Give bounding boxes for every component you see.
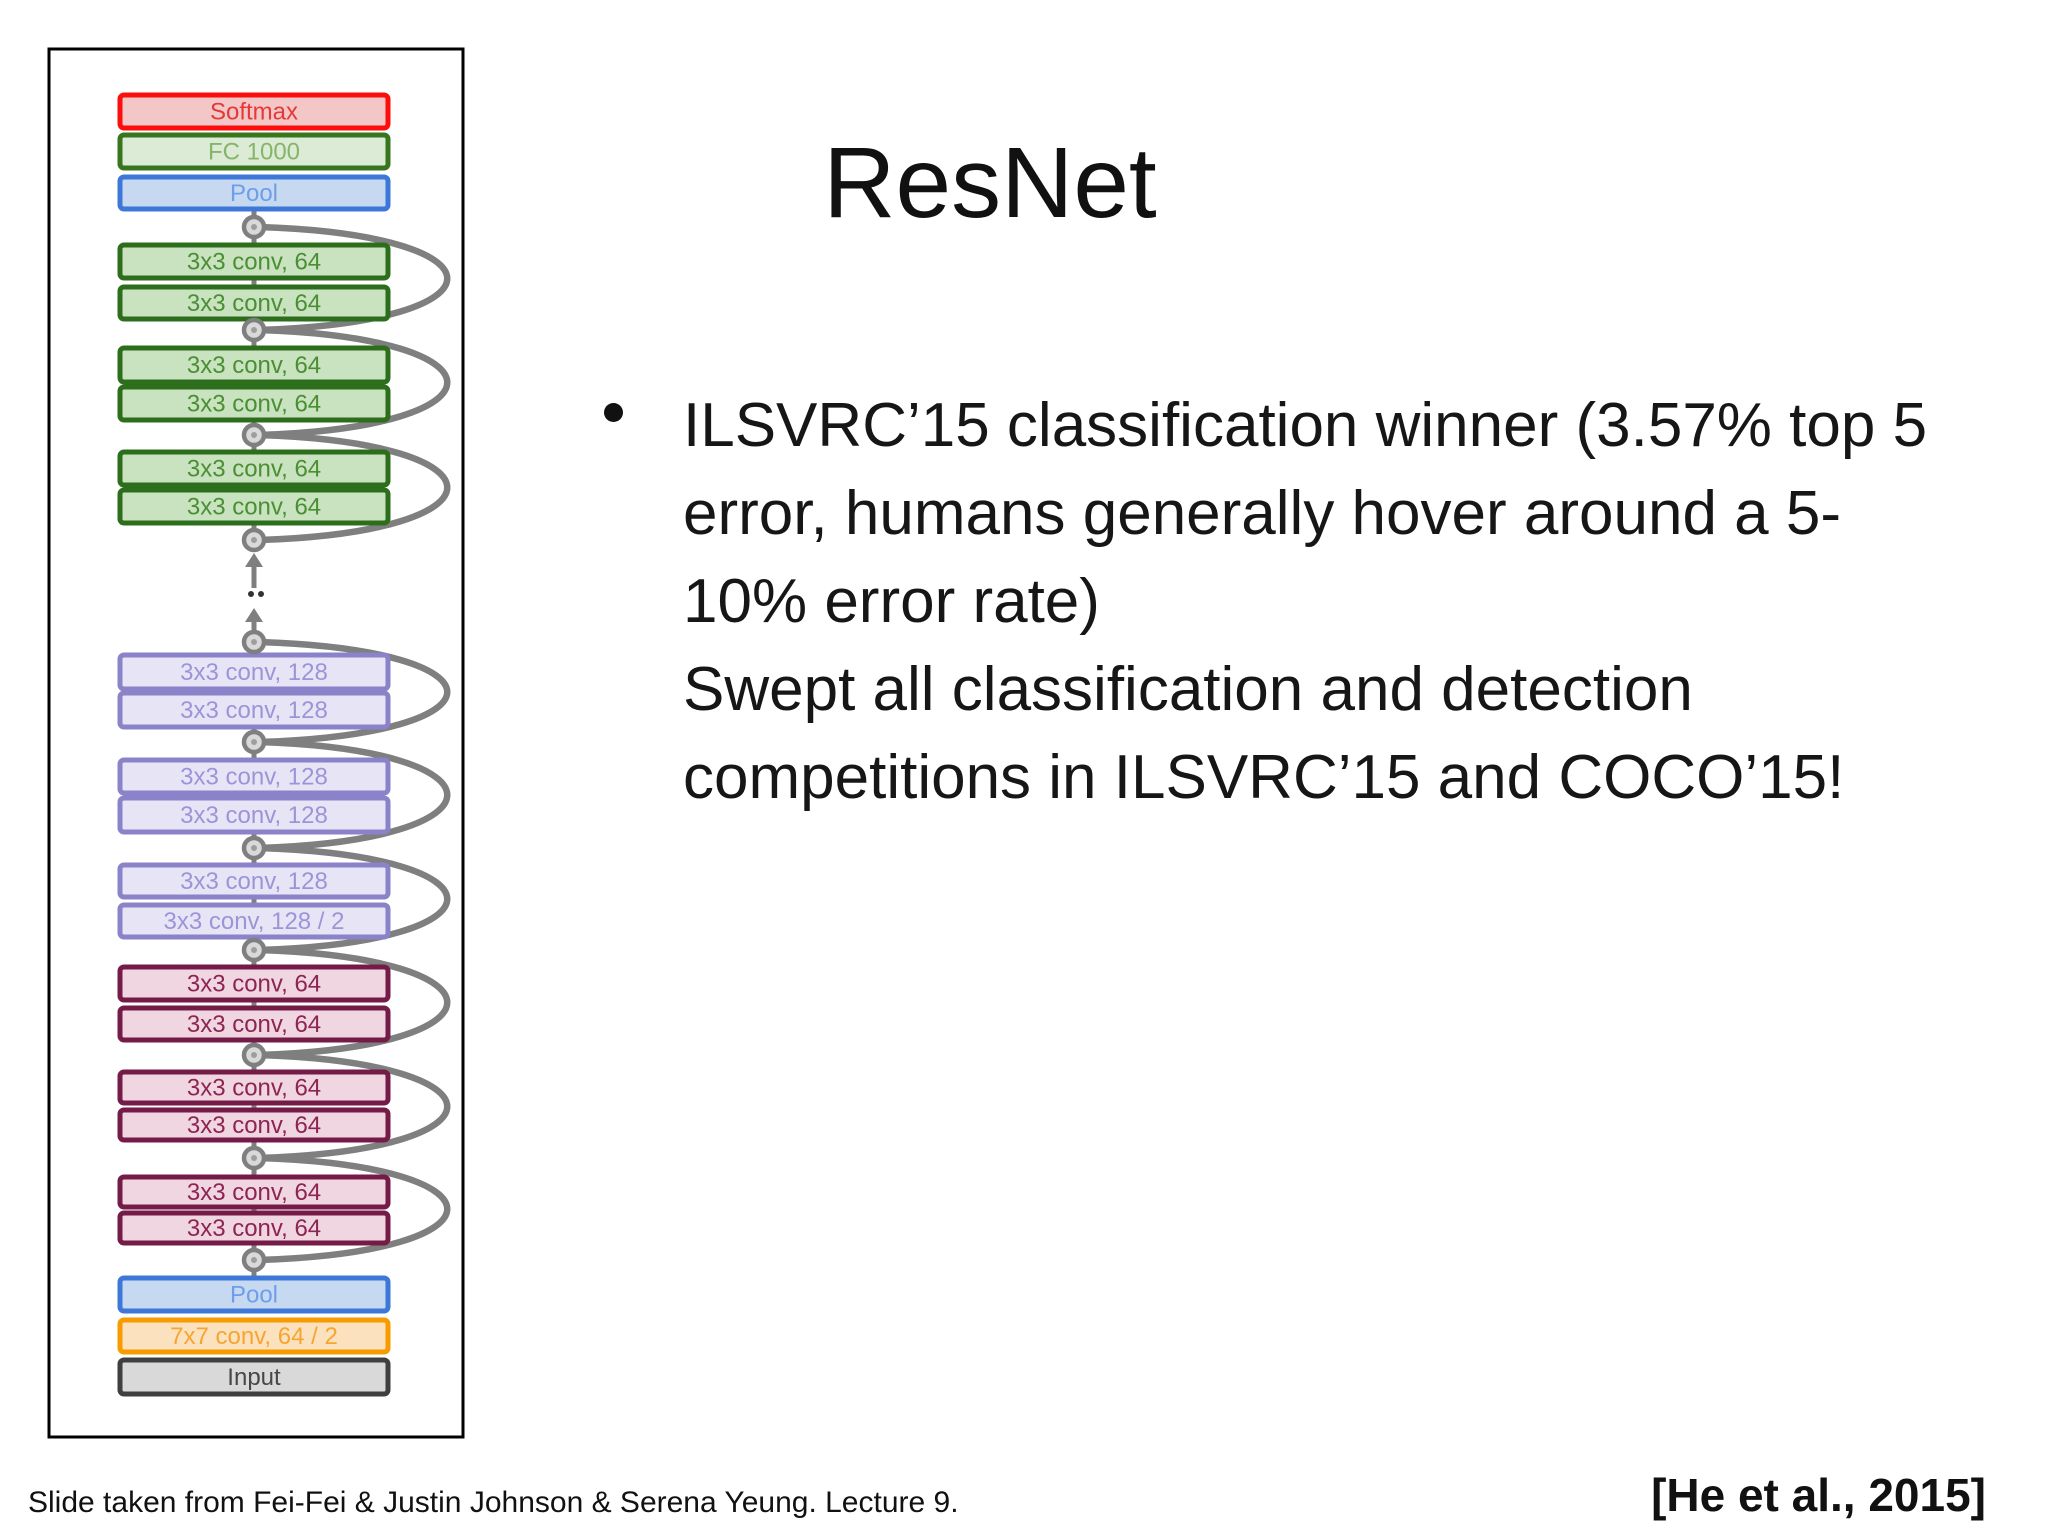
skip-connection-arc bbox=[255, 638, 451, 746]
layer-box-3x3-conv-64 bbox=[117, 1174, 391, 1210]
junction-dot bbox=[251, 327, 257, 333]
layer-box-3x3-conv-128-2 bbox=[117, 902, 391, 940]
skip-connection-arc bbox=[255, 431, 451, 544]
layer-box-3x3-conv-64 bbox=[117, 1005, 391, 1043]
skip-connection-arc bbox=[255, 326, 451, 439]
ellipsis-dot bbox=[248, 591, 254, 597]
slide-title: ResNet bbox=[823, 127, 1157, 239]
skip-connection-arc bbox=[255, 946, 451, 1059]
layer-box-input bbox=[117, 1357, 391, 1397]
layer-box-3x3-conv-128 bbox=[117, 652, 391, 692]
layer-label: 3x3 conv, 64 bbox=[187, 391, 321, 418]
layer-label: 3x3 conv, 128 bbox=[180, 659, 328, 686]
bullet-line: error, humans generally hover around a 5… bbox=[683, 479, 1841, 548]
layer-label: 3x3 conv, 64 bbox=[187, 1011, 321, 1038]
layer-box-pool bbox=[117, 174, 391, 212]
layer-box-3x3-conv-128 bbox=[117, 862, 391, 900]
layer-label: Softmax bbox=[210, 99, 298, 126]
layer-box-3x3-conv-64 bbox=[117, 1107, 391, 1143]
layer-label: 3x3 conv, 64 bbox=[187, 456, 321, 483]
junction-dot bbox=[251, 1155, 257, 1161]
layer-box-3x3-conv-64 bbox=[117, 242, 391, 281]
layer-box-3x3-conv-64 bbox=[117, 449, 391, 488]
skip-connection-arc bbox=[255, 223, 451, 334]
layer-label: 3x3 conv, 64 bbox=[187, 249, 321, 276]
layer-label: 3x3 conv, 128 bbox=[180, 697, 328, 724]
layer-label: 3x3 conv, 64 bbox=[187, 1075, 321, 1102]
layer-label: 3x3 conv, 64 bbox=[187, 290, 321, 317]
layer-label: 3x3 conv, 128 bbox=[180, 802, 328, 829]
junction-dot bbox=[251, 537, 257, 543]
up-arrowhead-icon bbox=[245, 553, 263, 567]
layer-label: 3x3 conv, 64 bbox=[187, 1215, 321, 1242]
skip-connection-arc bbox=[255, 738, 451, 852]
layer-label: 3x3 conv, 128 bbox=[180, 764, 328, 791]
bullet-line: 10% error rate) bbox=[683, 567, 1100, 636]
layer-box-3x3-conv-128 bbox=[117, 690, 391, 730]
layer-label: FC 1000 bbox=[208, 139, 300, 166]
layer-label: 3x3 conv, 64 bbox=[187, 1112, 321, 1139]
layer-label: 3x3 conv, 128 bbox=[180, 868, 328, 895]
bullet-point-marker bbox=[604, 403, 623, 422]
layer-box-3x3-conv-64 bbox=[117, 487, 391, 526]
layer-label: 3x3 conv, 128 / 2 bbox=[163, 908, 344, 935]
junction-dot bbox=[251, 947, 257, 953]
layer-box-3x3-conv-64 bbox=[117, 345, 391, 385]
up-arrowhead-icon bbox=[245, 608, 263, 622]
bullet-line: Swept all classification and detection bbox=[683, 655, 1693, 724]
layer-label: Pool bbox=[230, 180, 278, 207]
junction-dot bbox=[251, 432, 257, 438]
layer-label: Input bbox=[227, 1364, 281, 1391]
layer-box-3x3-conv-128 bbox=[117, 757, 391, 796]
junction-dot bbox=[251, 639, 257, 645]
layer-label: 7x7 conv, 64 / 2 bbox=[170, 1323, 338, 1350]
layer-box-softmax bbox=[117, 92, 391, 131]
layer-label: Pool bbox=[230, 1282, 278, 1309]
layer-label: 3x3 conv, 64 bbox=[187, 1179, 321, 1206]
bullet-line: ILSVRC’15 classification winner (3.57% t… bbox=[683, 391, 1928, 460]
ellipsis-dot bbox=[258, 591, 264, 597]
layer-label: 3x3 conv, 64 bbox=[187, 971, 321, 998]
skip-connection-arc bbox=[255, 1154, 451, 1264]
layer-box-3x3-conv-64 bbox=[117, 384, 391, 423]
junction-dot bbox=[251, 845, 257, 851]
layer-label: 3x3 conv, 64 bbox=[187, 352, 321, 379]
bullet-text-block: ILSVRC’15 classification winner (3.57% t… bbox=[683, 382, 2023, 822]
skip-connection-arc bbox=[255, 844, 451, 954]
citation-text: [He et al., 2015] bbox=[1651, 1469, 1986, 1521]
bullet-line: competitions in ILSVRC’15 and COCO’15! bbox=[683, 743, 1845, 812]
layer-box-3x3-conv-128 bbox=[117, 795, 391, 835]
layer-box-3x3-conv-64 bbox=[117, 964, 391, 1003]
junction-dot bbox=[251, 1257, 257, 1263]
junction-dot bbox=[251, 739, 257, 745]
attribution-text: Slide taken from Fei-Fei & Justin Johnso… bbox=[28, 1486, 959, 1519]
junction-dot bbox=[251, 224, 257, 230]
layer-box-7x7-conv-64-2 bbox=[117, 1317, 391, 1355]
layer-box-3x3-conv-64 bbox=[117, 1069, 391, 1106]
skip-connection-arc bbox=[255, 1051, 451, 1162]
layer-box-3x3-conv-64 bbox=[117, 1210, 391, 1246]
layer-label: 3x3 conv, 64 bbox=[187, 494, 321, 521]
junction-dot bbox=[251, 1052, 257, 1058]
layer-box-fc-1000 bbox=[117, 132, 391, 171]
layer-box-pool bbox=[117, 1275, 391, 1314]
